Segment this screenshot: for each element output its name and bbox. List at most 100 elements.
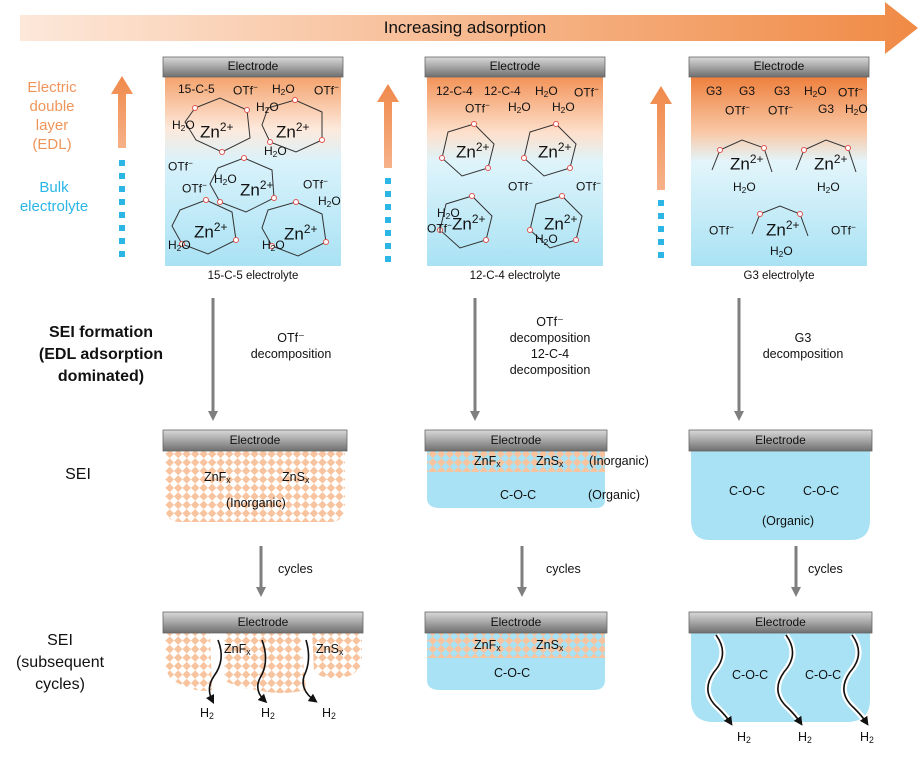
- electrolyte-box-g3: [691, 76, 867, 266]
- zn-ion: Zn2+: [814, 152, 848, 174]
- species-otf: OTf−: [768, 102, 793, 118]
- species-h2o: H2O: [168, 238, 191, 254]
- species-h2o: H2O: [318, 194, 341, 210]
- h2-evolution-arrows: [205, 639, 318, 705]
- species-h2o: H2O: [535, 84, 558, 100]
- cycles-label: cycles: [546, 562, 581, 576]
- electrode-bar: [424, 429, 608, 452]
- zn-ion: Zn2+: [456, 140, 490, 162]
- edl-side-arrow-3: [650, 86, 672, 262]
- species-otf: OTf−: [168, 158, 193, 174]
- sei-formation-label: SEI formation(EDL adsorption dominated): [38, 324, 164, 385]
- species-otf: OTf−: [725, 102, 750, 118]
- zn-ion: Zn2+: [766, 218, 800, 240]
- zn-ion: Zn2+: [284, 222, 318, 244]
- zn-ion: Zn2+: [730, 152, 764, 174]
- species-otf: OTf−: [182, 180, 207, 196]
- sei-coc: C-O-C: [732, 668, 769, 682]
- species-h2o: H2O: [256, 100, 279, 116]
- species-h2o: H2O: [272, 82, 295, 98]
- electrolyte-caption: G3 electrolyte: [743, 270, 815, 282]
- species-otf: OTf−: [427, 220, 452, 236]
- electrode-bar: [688, 429, 873, 452]
- species-otf: OTf−: [838, 84, 863, 100]
- zn-ion: Zn2+: [276, 120, 310, 142]
- sei-coc: C-O-C: [500, 488, 537, 502]
- species-12c4: 12-C-4: [436, 84, 473, 98]
- sei-znf: ZnFx: [474, 638, 501, 654]
- zn-ion: Zn2+: [538, 140, 572, 162]
- sei-zns: ZnSx: [282, 470, 310, 486]
- sei-organic-layer: [691, 450, 870, 540]
- species-h2o: H2O: [508, 100, 531, 116]
- edl-side-arrow: [111, 76, 133, 262]
- sei-coc: C-O-C: [729, 484, 766, 498]
- species-h2o: H2O: [804, 84, 827, 100]
- oxygen-atoms: [179, 97, 851, 249]
- electrolyte-caption: 15-C-5 electrolyte: [207, 270, 299, 282]
- species-g3: G3: [739, 84, 756, 98]
- sei-cracks: [705, 633, 869, 726]
- h2-gas: H2: [322, 706, 336, 722]
- species-12c4: 12-C-4: [484, 84, 521, 98]
- species-h2o: H2O: [552, 100, 575, 116]
- species-h2o: H2O: [535, 232, 558, 248]
- zn-ion: Zn2+: [544, 212, 578, 234]
- sei-znf: ZnFx: [224, 642, 251, 658]
- decomposition-arrow: [208, 298, 744, 421]
- electrode-label: Electrode: [237, 615, 289, 629]
- sei-zns: ZnSx: [316, 642, 344, 658]
- electrode-label: Electrode: [229, 433, 281, 447]
- h2-gas: H2: [798, 730, 812, 746]
- electrode-label: Electrode: [753, 59, 805, 73]
- decomposition-step-label: OTf⁻decomposition: [250, 331, 332, 361]
- sei-zns: ZnSx: [536, 638, 564, 654]
- cycles-label: cycles: [278, 562, 313, 576]
- species-otf: OTf−: [233, 82, 258, 98]
- species-h2o: H2O: [262, 238, 285, 254]
- electrode-label: Electrode: [489, 59, 541, 73]
- edl-side-arrow-2: [377, 84, 399, 262]
- sei-inorganic-label: (Inorganic): [226, 496, 286, 510]
- electrode-label: Electrode: [490, 433, 542, 447]
- h2-gas: H2: [737, 730, 751, 746]
- species-g3: G3: [818, 102, 835, 116]
- sei-stable-layer: [427, 632, 605, 690]
- sei-organic-label: (Organic): [762, 514, 815, 528]
- species-g3: G3: [774, 84, 791, 98]
- electrode-label: Electrode: [490, 615, 542, 629]
- electrode-bar: [162, 429, 348, 452]
- electrode-bar: [688, 56, 870, 78]
- species-h2o: H2O: [733, 180, 756, 196]
- electrode-bar: [424, 611, 608, 634]
- cycles-arrow: [256, 546, 801, 597]
- electrode-bar: [424, 56, 606, 78]
- cycles-label: cycles: [808, 562, 843, 576]
- species-otf: OTf−: [574, 84, 599, 100]
- species-g3: G3: [706, 84, 723, 98]
- species-h2o: H2O: [437, 206, 460, 222]
- species-h2o: H2O: [264, 144, 287, 160]
- sei-zns: ZnSx: [536, 454, 564, 470]
- sei-coc: C-O-C: [803, 484, 840, 498]
- sei-organic-label: (Organic): [588, 488, 641, 502]
- species-otf: OTf−: [709, 222, 734, 238]
- species-h2o: H2O: [172, 118, 195, 134]
- electrode-bar: [688, 611, 873, 634]
- increasing-adsorption-title: Increasing adsorption: [383, 18, 547, 37]
- sei-coc: C-O-C: [805, 668, 842, 682]
- sei-subsequent-label: SEI(subsequent cycles): [15, 632, 105, 693]
- h2-gas: H2: [261, 706, 275, 722]
- sei-inorganic-layer: [165, 450, 345, 522]
- sei-inorganic-label: (Inorganic): [589, 454, 649, 468]
- electrode-label: Electrode: [755, 433, 806, 447]
- sei-label: SEI: [65, 466, 91, 483]
- h2-gas: H2: [860, 730, 874, 746]
- electrode-label: Electrode: [227, 59, 279, 73]
- species-otf: OTf−: [465, 100, 490, 116]
- sei-coc: C-O-C: [494, 666, 531, 680]
- sei-mixed-layer: [427, 450, 605, 508]
